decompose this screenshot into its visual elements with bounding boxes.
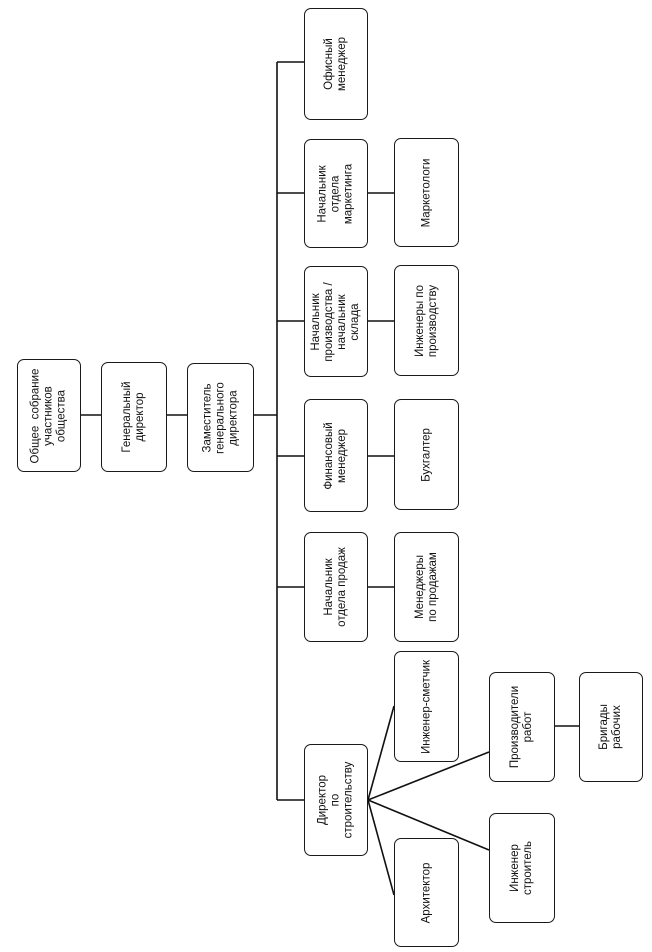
node-label: Директор по строительству xyxy=(316,761,355,839)
node-label: Начальник отдела продаж xyxy=(323,547,348,627)
node-label: Генеральный директор xyxy=(121,381,146,453)
node-label: Бухгалтер xyxy=(420,427,432,482)
node-label: Финансовый менеджер xyxy=(323,421,348,490)
node-financial-manager: Финансовый менеджер xyxy=(304,399,368,512)
node-worker-brigades: Бригады рабочих xyxy=(579,672,643,782)
connector-construction-to-works-managers xyxy=(367,751,490,801)
node-label: Общее собрание участников общества xyxy=(29,368,68,463)
node-civil-engineer: Инженер строитель xyxy=(489,813,555,923)
connector-construction-to-civil-engineer xyxy=(367,799,490,851)
node-marketers: Маркетологи xyxy=(394,138,459,247)
node-construction-director: Директор по строительству xyxy=(304,744,368,856)
node-cost-engineer: Инженер-сметчик xyxy=(394,651,459,762)
node-general-meeting: Общее собрание участников общества xyxy=(17,359,81,472)
node-label: Заместитель генерального директора xyxy=(201,381,239,454)
node-architect: Архитектор xyxy=(394,838,459,947)
node-label: Офисный менеджер xyxy=(323,37,348,91)
node-label: Производители работ xyxy=(509,685,534,769)
node-marketing-head: Начальник отдела маркетинга xyxy=(304,139,368,248)
node-accountant: Бухгалтер xyxy=(394,399,459,510)
connector-construction-to-cost-engineer xyxy=(367,705,395,801)
node-label: Инженер-сметчик xyxy=(420,659,432,754)
node-label: Инженер строитель xyxy=(509,840,534,896)
node-label: Начальник отдела маркетинга xyxy=(316,163,355,224)
node-deputy-director: Заместитель генерального директора xyxy=(187,363,254,472)
node-office-manager: Офисный менеджер xyxy=(304,8,368,120)
node-general-director: Генеральный директор xyxy=(101,362,167,472)
node-sales-head: Начальник отдела продаж xyxy=(304,532,368,642)
node-label: Инженеры по производству xyxy=(413,284,439,357)
node-label: Менеджеры по продажам xyxy=(413,552,439,622)
node-sales-managers: Менеджеры по продажам xyxy=(394,532,459,642)
node-label: Бригады рабочих xyxy=(598,704,623,750)
node-label: Маркетологи xyxy=(420,158,432,227)
connector-construction-to-architect xyxy=(367,799,395,896)
node-production-engineers: Инженеры по производству xyxy=(394,265,459,376)
node-label: Архитектор xyxy=(420,862,432,923)
node-works-managers: Производители работ xyxy=(489,672,555,782)
node-production-head: Начальник производства / начальник склад… xyxy=(304,266,368,377)
node-label: Начальник производства / начальник склад… xyxy=(310,281,361,362)
